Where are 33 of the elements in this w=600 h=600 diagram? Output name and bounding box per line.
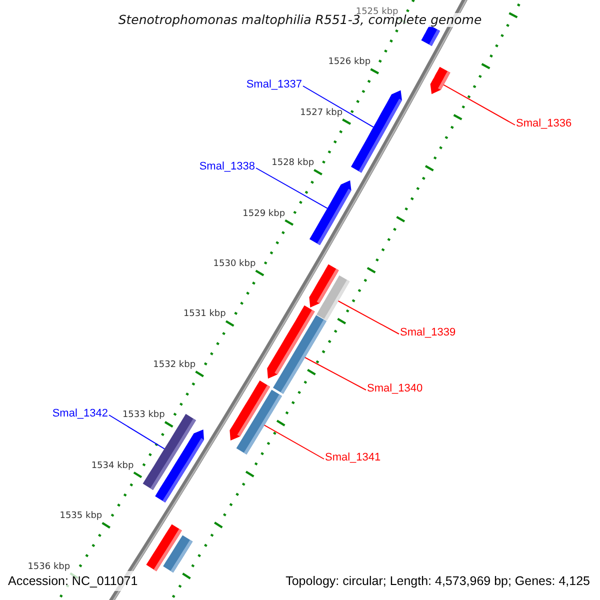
gene-label: Smal_1338 (199, 160, 255, 174)
gene-block (155, 430, 204, 502)
scale-label: 1528 kbp (272, 158, 314, 168)
scale-label: 1531 kbp (183, 309, 226, 320)
gene-label: Smal_1341 (325, 452, 381, 464)
scale-label: 1526 kbp (328, 57, 371, 68)
scale-label: 1536 kbp (28, 562, 70, 572)
gene-label: Smal_1342 (52, 408, 108, 420)
scale-label: 1532 kbp (153, 360, 196, 370)
gene-block (163, 535, 193, 573)
leader-line (304, 357, 366, 390)
gene-label: Smal_1337 (246, 78, 302, 92)
gene-label: Smal_1340 (367, 382, 423, 396)
leader-line (338, 300, 400, 334)
scale-label: 1530 kbp (213, 258, 256, 270)
leader-line (264, 424, 324, 460)
gene-block (267, 305, 315, 379)
scale-label: 1533 kbp (122, 410, 165, 421)
scale-label: 1535 kbp (60, 511, 102, 522)
gene-block (430, 66, 450, 94)
leader-line (256, 168, 328, 209)
gene-block (230, 380, 270, 440)
gene-label: Smal_1339 (400, 326, 456, 340)
gene-block (309, 264, 339, 308)
leader-line (302, 86, 374, 128)
leader-line (443, 84, 516, 126)
scale-label: 1529 kbp (242, 208, 286, 219)
gene-block (351, 90, 402, 173)
gene-label: Smal_1336 (516, 118, 572, 130)
scale-label: 1534 kbp (91, 460, 134, 471)
leader-line (108, 414, 165, 450)
gene-block (310, 180, 352, 246)
scale-label: 1527 kbp (300, 108, 343, 118)
